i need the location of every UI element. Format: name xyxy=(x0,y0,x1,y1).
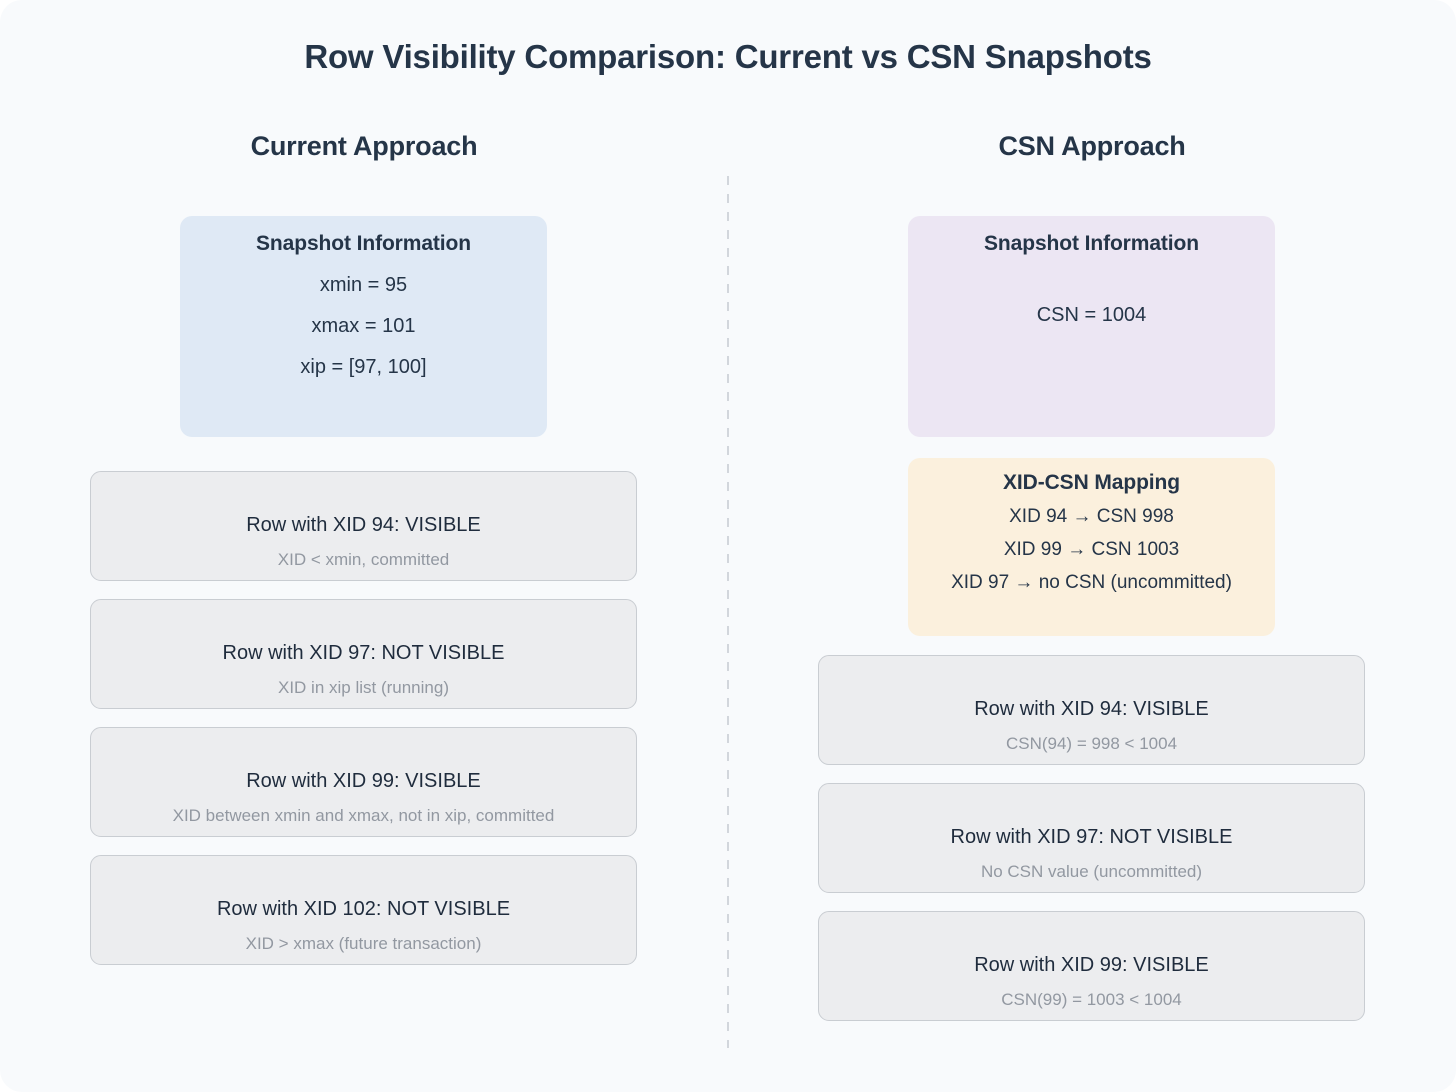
xid-csn-mapping-panel: XID-CSN Mapping XID 94 → CSN 998 XID 99 … xyxy=(908,458,1275,636)
row-card: Row with XID 94: VISIBLE CSN(94) = 998 <… xyxy=(818,655,1365,765)
current-approach-header: Current Approach xyxy=(250,131,478,161)
csn-approach-header: CSN Approach xyxy=(998,131,1186,161)
row-card-detail: XID > xmax (future transaction) xyxy=(245,934,482,953)
row-card-title: Row with XID 99: VISIBLE xyxy=(974,954,1209,976)
current-snapshot-xmin: xmin = 95 xyxy=(319,274,408,296)
csn-snapshot-panel: Snapshot Information CSN = 1004 xyxy=(908,216,1275,437)
row-card-detail: XID < xmin, committed xyxy=(277,550,450,569)
current-snapshot-xip: xip = [97, 100] xyxy=(300,356,427,378)
row-card-detail: XID in xip list (running) xyxy=(277,678,449,697)
row-card-detail: CSN(99) = 1003 < 1004 xyxy=(1001,990,1182,1009)
row-card: Row with XID 94: VISIBLE XID < xmin, com… xyxy=(90,471,637,581)
row-card-detail: CSN(94) = 998 < 1004 xyxy=(1005,734,1178,753)
row-card-title: Row with XID 99: VISIBLE xyxy=(246,770,481,792)
row-card-detail: XID between xmin and xmax, not in xip, c… xyxy=(172,806,555,825)
column-divider xyxy=(727,176,729,1048)
page-title: Row Visibility Comparison: Current vs CS… xyxy=(304,38,1152,75)
row-card-title: Row with XID 97: NOT VISIBLE xyxy=(222,642,505,664)
row-card-title: Row with XID 94: VISIBLE xyxy=(974,698,1209,720)
row-card: Row with XID 97: NOT VISIBLE XID in xip … xyxy=(90,599,637,709)
row-card: Row with XID 102: NOT VISIBLE XID > xmax… xyxy=(90,855,637,965)
row-card: Row with XID 99: VISIBLE XID between xmi… xyxy=(90,727,637,837)
current-snapshot-title: Snapshot Information xyxy=(256,232,471,255)
row-card: Row with XID 97: NOT VISIBLE No CSN valu… xyxy=(818,783,1365,893)
row-card: Row with XID 99: VISIBLE CSN(99) = 1003 … xyxy=(818,911,1365,1021)
row-card-detail: No CSN value (uncommitted) xyxy=(980,862,1203,881)
row-card-title: Row with XID 102: NOT VISIBLE xyxy=(216,898,511,920)
current-snapshot-panel: Snapshot Information xmin = 95 xmax = 10… xyxy=(180,216,547,437)
current-approach-column: Current Approach Snapshot Information xm… xyxy=(90,131,637,965)
current-snapshot-xmax: xmax = 101 xyxy=(311,315,416,337)
xid-csn-mapping-title: XID-CSN Mapping xyxy=(1003,471,1180,494)
xid-csn-mapping-entry: XID 99 → CSN 1003 xyxy=(1003,539,1180,560)
xid-csn-mapping-entry: XID 97 → no CSN (uncommitted) xyxy=(951,572,1232,593)
csn-approach-column: CSN Approach Snapshot Information CSN = … xyxy=(728,0,1456,1092)
csn-snapshot-title: Snapshot Information xyxy=(984,232,1199,255)
row-card-title: Row with XID 97: NOT VISIBLE xyxy=(950,826,1233,848)
xid-csn-mapping-entry: XID 94 → CSN 998 xyxy=(1009,506,1174,527)
csn-snapshot-value: CSN = 1004 xyxy=(1036,304,1147,326)
row-card-title: Row with XID 94: VISIBLE xyxy=(246,514,481,536)
